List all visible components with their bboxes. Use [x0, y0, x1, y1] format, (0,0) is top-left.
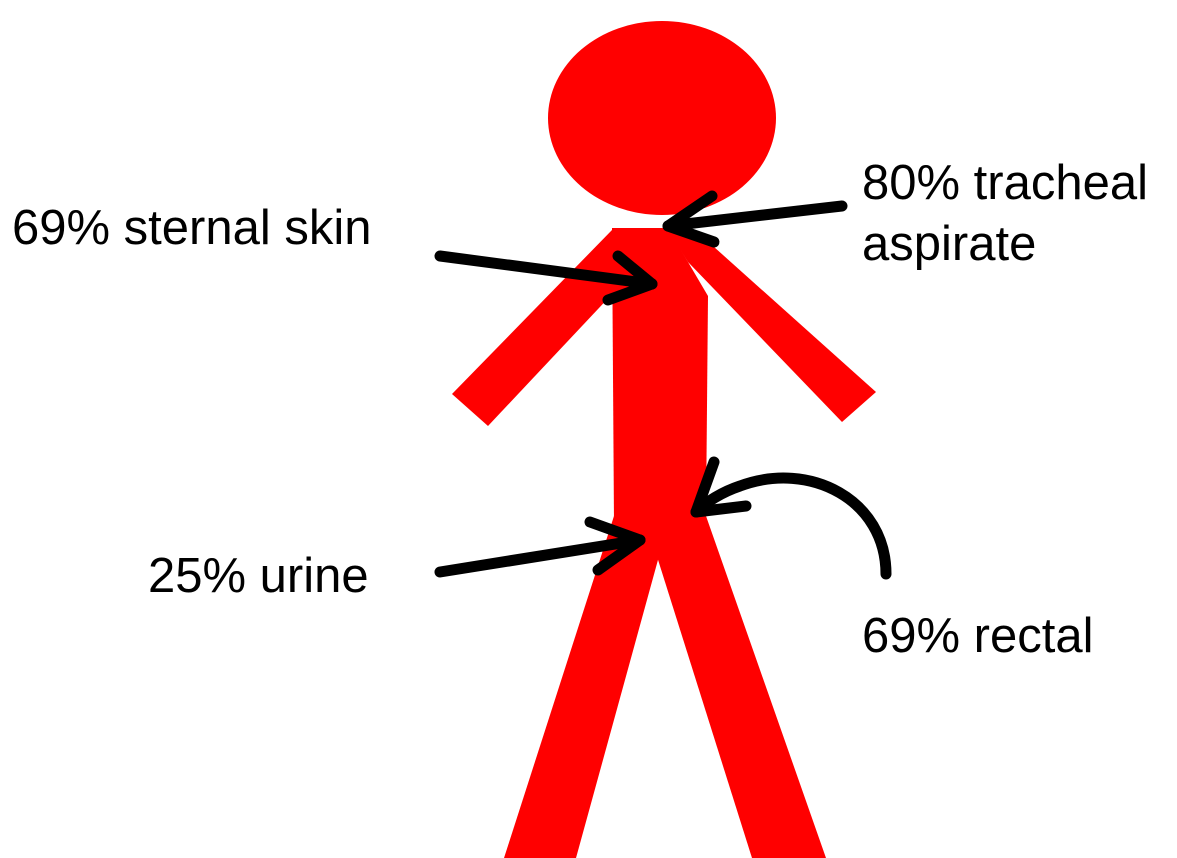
figure-right-leg — [648, 516, 826, 858]
arrow-tracheal — [668, 196, 842, 242]
label-tracheal-line2: aspirate — [862, 217, 1036, 271]
stick-figure — [452, 21, 876, 858]
label-urine: 25% urine — [148, 549, 369, 603]
label-sternal-skin: 69% sternal skin — [12, 201, 372, 255]
label-tracheal-line1: 80% tracheal — [862, 156, 1148, 210]
arrow-sternal-skin — [440, 256, 652, 300]
label-rectal: 69% rectal — [862, 609, 1094, 663]
arrow-rectal — [696, 462, 886, 574]
figure-left-leg — [504, 516, 664, 858]
arrow-urine — [440, 522, 640, 572]
figure-head — [548, 21, 776, 215]
